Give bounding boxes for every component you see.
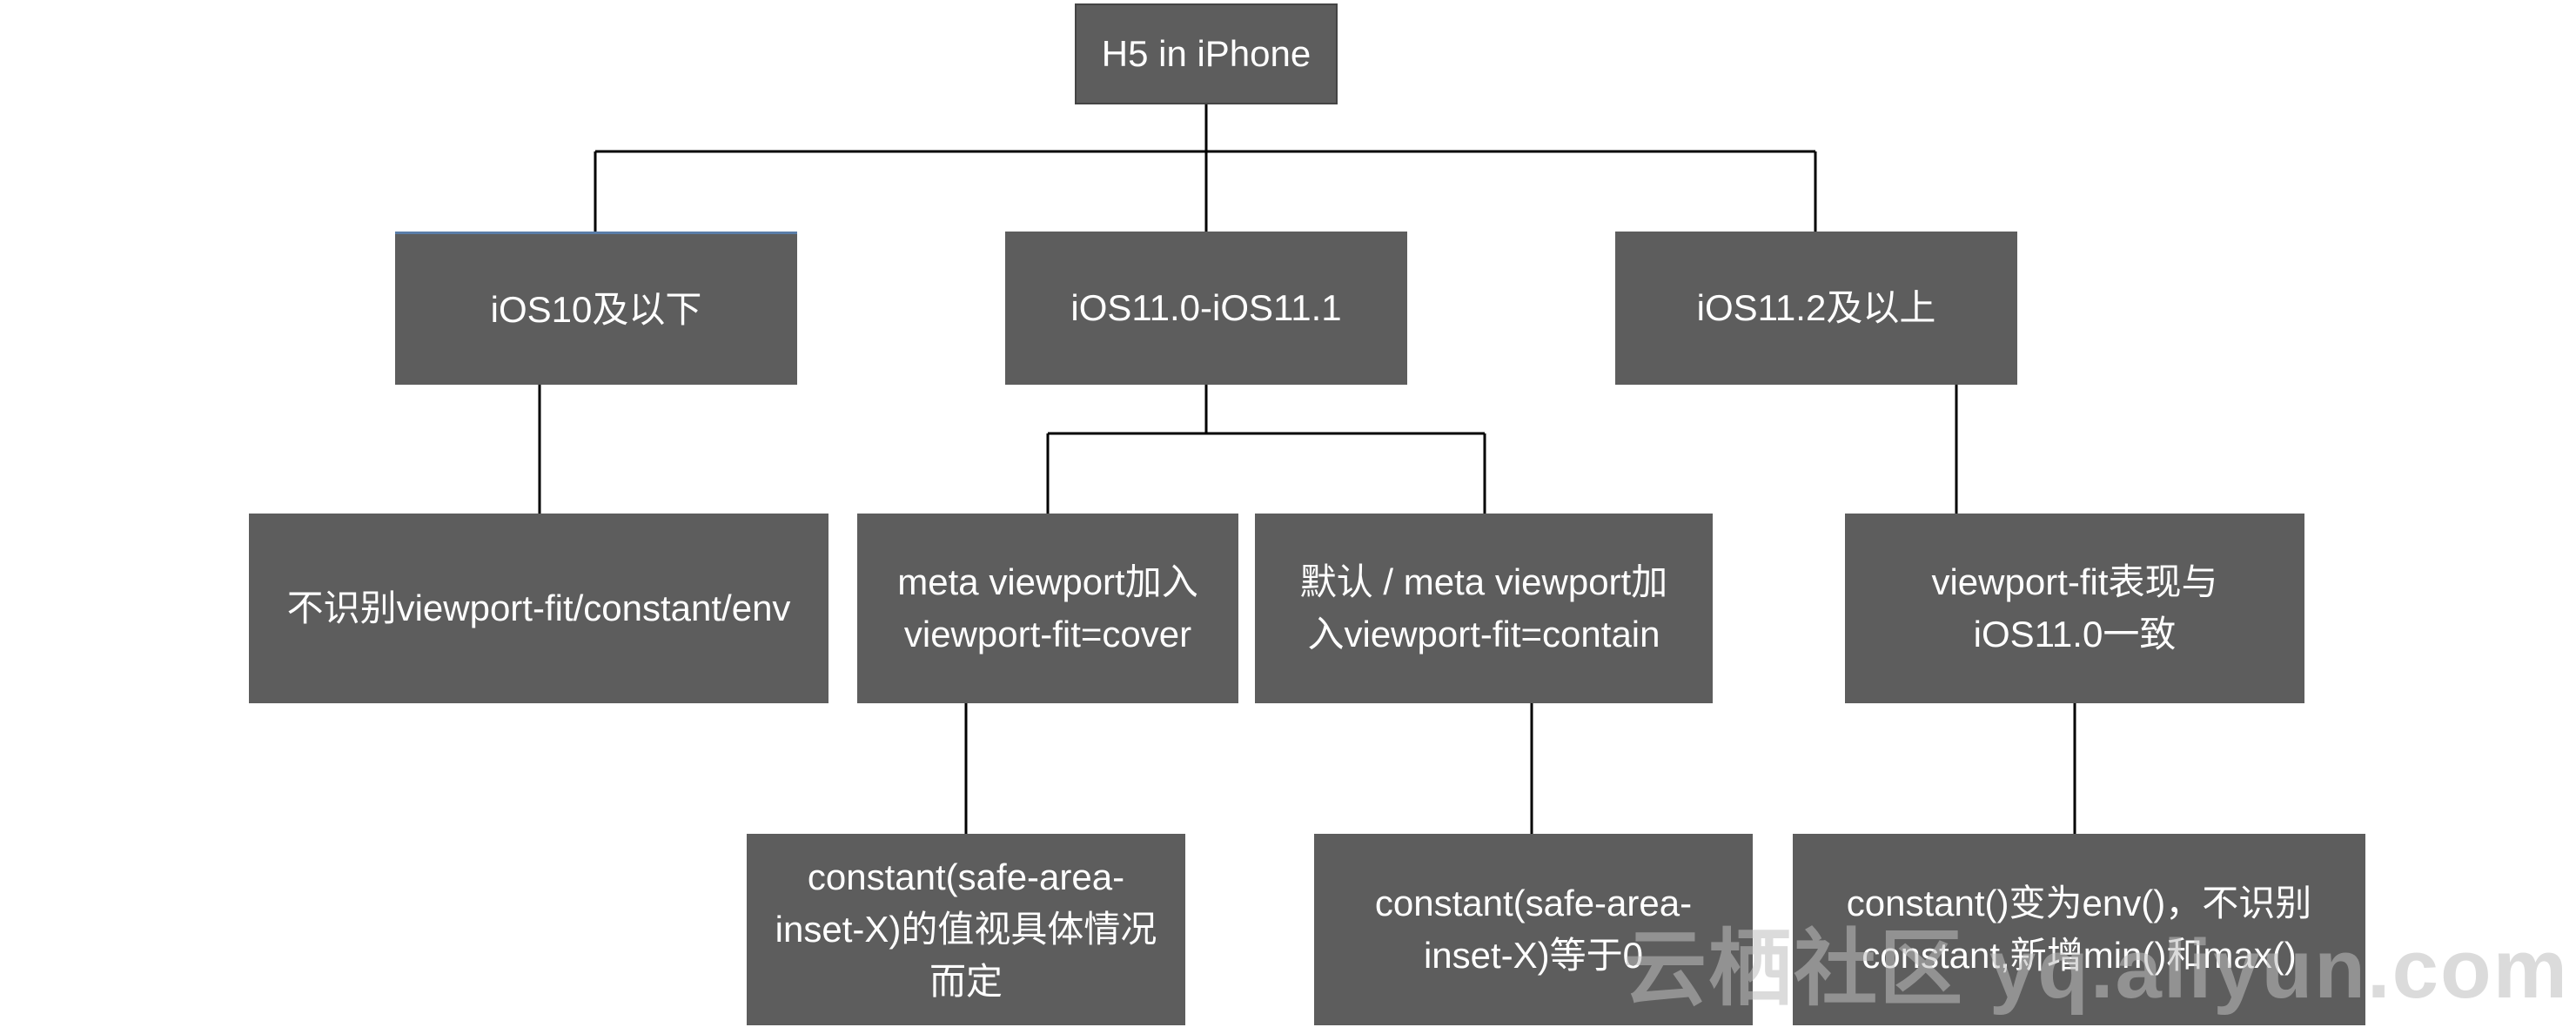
node-ios10-note: 不识别viewport-fit/constant/env xyxy=(249,514,828,703)
node-cover-result: constant(safe-area- inset-X)的值视具体情况 而定 xyxy=(747,834,1185,1025)
node-ios11-2-note: viewport-fit表现与 iOS11.0一致 xyxy=(1845,514,2304,703)
node-contain-result: constant(safe-area- inset-X)等于0 xyxy=(1314,834,1753,1025)
node-viewport-fit-cover: meta viewport加入 viewport-fit=cover xyxy=(857,514,1238,703)
node-ios11-0-to-11-1: iOS11.0-iOS11.1 xyxy=(1005,232,1407,385)
node-viewport-fit-contain: 默认 / meta viewport加 入viewport-fit=contai… xyxy=(1255,514,1713,703)
watermark: 云栖社区 yq.aliyun.com xyxy=(1623,923,2569,1016)
node-ios11-2-and-above: iOS11.2及以上 xyxy=(1615,232,2017,385)
node-ios10-and-below: iOS10及以下 xyxy=(395,232,797,385)
node-root: H5 in iPhone xyxy=(1075,3,1338,104)
node-ios11-2-result: constant()变为env()，不识别 constant,新增min()和m… xyxy=(1793,834,2365,1025)
